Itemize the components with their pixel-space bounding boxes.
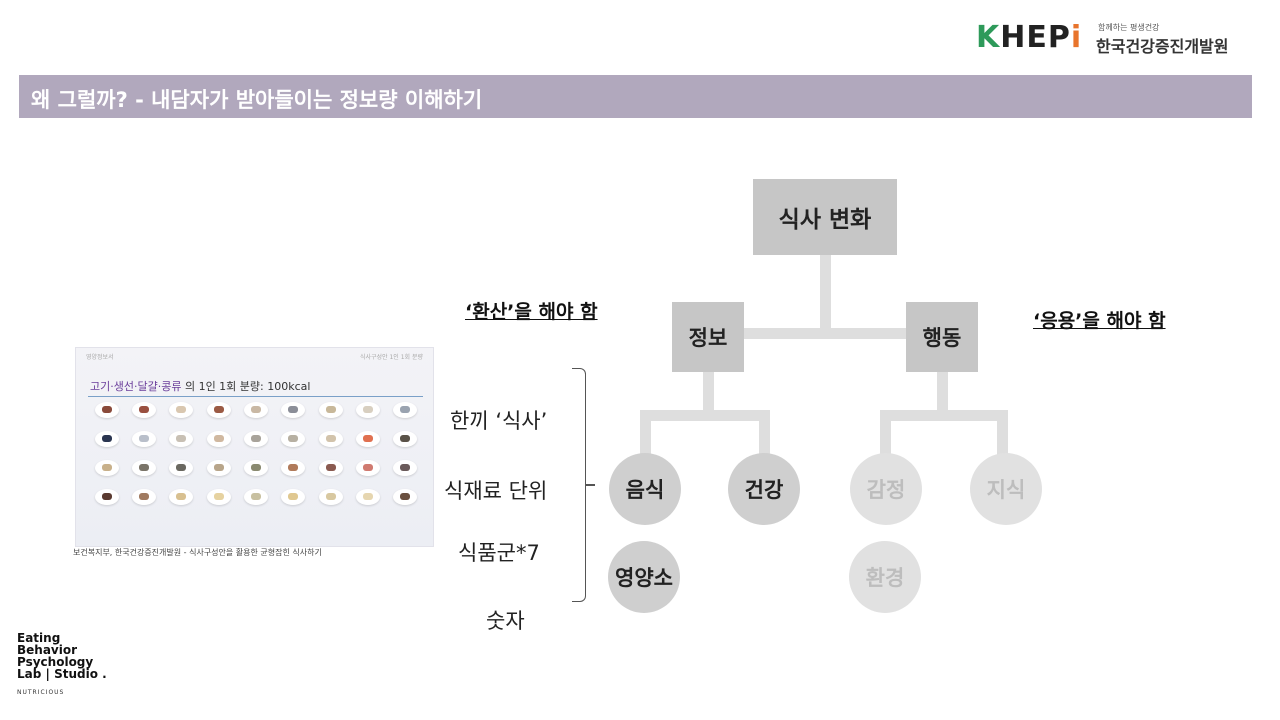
khepi-logo: KHEPi 함께하는 평생건강 한국건강증진개발원	[976, 20, 1246, 56]
food-grid	[90, 402, 422, 512]
logo-tagline: 함께하는 평생건강	[1098, 23, 1160, 32]
node-information: 정보	[672, 302, 744, 372]
application-label: ‘응용’을 해야 함	[1033, 310, 1166, 332]
page-title: 왜 그럴까? - 내담자가 받아들이는 정보량 이해하기	[31, 88, 483, 112]
node-food: 음식	[609, 453, 681, 525]
bracket-tip	[585, 484, 595, 486]
eating-behavior-sub: NUTRICIOUS	[17, 689, 65, 696]
connector-behavior-horizontal	[880, 410, 1008, 421]
list-item-ingredient-unit: 식재료 단위	[444, 479, 548, 503]
connector-root-horizontal	[742, 328, 912, 339]
logo-mark: KHEPi	[976, 20, 1083, 55]
thumb-divider	[88, 396, 423, 397]
node-emotion: 감정	[850, 453, 922, 525]
connector-emotion	[880, 410, 891, 455]
node-behavior: 행동	[906, 302, 978, 372]
connector-knowledge	[997, 410, 1008, 455]
connector-health	[759, 410, 770, 455]
list-item-meal: 한끼 ‘식사’	[450, 409, 548, 433]
title-bar: 왜 그럴까? - 내담자가 받아들이는 정보량 이해하기	[19, 75, 1252, 118]
node-knowledge: 지식	[970, 453, 1042, 525]
list-item-number: 숫자	[486, 609, 525, 633]
connector-info-down	[703, 372, 714, 417]
node-environment: 환경	[849, 541, 921, 613]
bracket	[572, 368, 586, 602]
node-health: 건강	[728, 453, 800, 525]
list-item-food-group: 식품군*7	[458, 541, 540, 565]
image-caption: 보건복지부, 한국건강증진개발원 - 식사구성안을 활용한 균형잡힌 식사하기	[73, 548, 322, 557]
connector-food	[640, 410, 651, 455]
food-portion-image: 영양정보서 식사구성안 1인 1회 분량 고기·생선·달걀·콩류 의 1인 1회…	[75, 347, 434, 547]
thumb-top-right: 식사구성안 1인 1회 분량	[359, 354, 423, 361]
thumb-top-left: 영양정보서	[86, 354, 114, 361]
eating-behavior-logo: Eating Behavior Psychology Lab | Studio …	[17, 631, 107, 681]
conversion-label: ‘환산’을 해야 함	[465, 301, 598, 323]
thumb-heading: 고기·생선·달걀·콩류 의 1인 1회 분량: 100kcal	[90, 380, 311, 393]
connector-root-down	[820, 255, 831, 333]
logo-org-name: 한국건강증진개발원	[1096, 37, 1229, 56]
node-nutrient: 영양소	[608, 541, 680, 613]
connector-info-horizontal	[640, 410, 770, 421]
connector-behavior-down	[937, 372, 948, 417]
node-diet-change: 식사 변화	[753, 179, 897, 255]
